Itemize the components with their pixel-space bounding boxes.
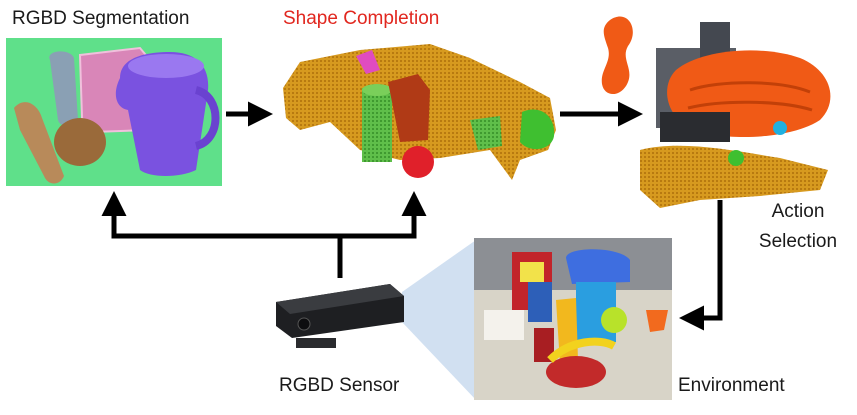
shape-completion-label: Shape Completion [283,8,440,29]
voxel-scene [283,44,556,180]
environment-label: Environment [678,375,785,396]
kinect-sensor [276,284,404,348]
arrow-action-to-env [679,200,723,331]
arrow-sensor-feedback [101,191,343,278]
rgbd-sensor-label: RGBD Sensor [279,375,400,396]
pipeline-arrows [101,101,723,331]
arrow-sensor-to-shape [340,191,427,239]
action-selection-line2: Selection [758,231,838,252]
segmentation-image [6,38,222,186]
rgbd-segmentation-label: RGBD Segmentation [12,8,190,29]
robot-arm-scene [601,16,831,208]
environment-photo [402,238,672,400]
action-selection-line1: Action [771,201,825,222]
action-selection-label: Action Selection [748,197,848,257]
